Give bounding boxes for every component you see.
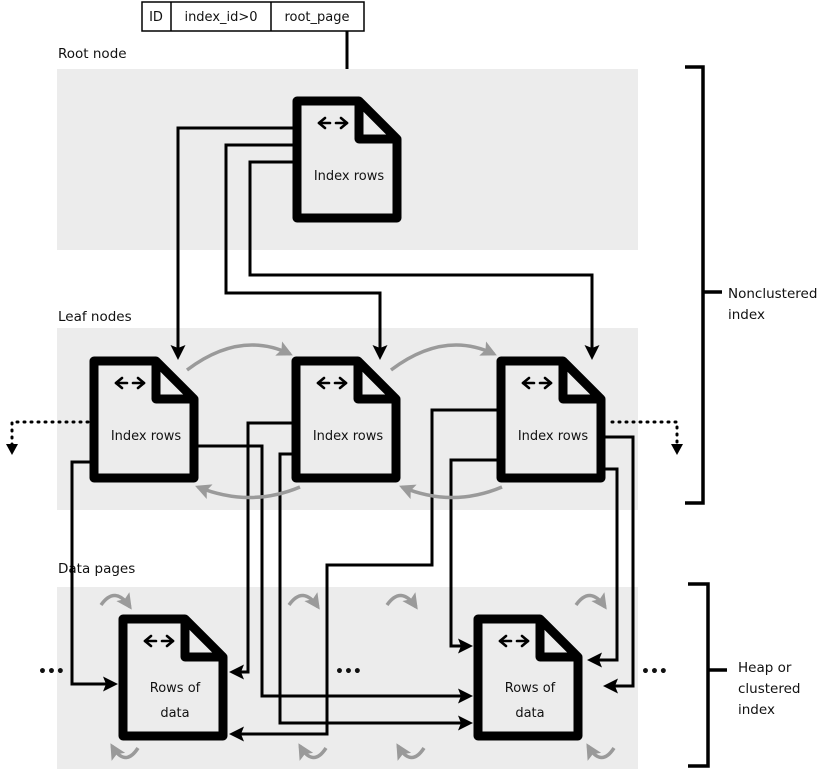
page-content-label: Index rows (111, 429, 182, 444)
leaf-sibling-links (185, 341, 503, 500)
document-icon (473, 614, 583, 741)
column-id: ID (149, 10, 163, 25)
column-index-id: index_id>0 (184, 10, 257, 25)
leaf-index-page-1: Index rows (89, 356, 199, 483)
nonclustered-label-line2: index (728, 307, 765, 323)
left-right-arrows-icon (316, 376, 348, 390)
data-page-2: Rows of data (473, 614, 583, 741)
page-content-label: Rows of (505, 681, 556, 696)
leaf-index-page-2: Index rows (291, 356, 401, 483)
document-icon (89, 356, 199, 483)
heap-label-line2: clustered (738, 681, 801, 697)
document-icon (496, 356, 606, 483)
left-right-arrows-icon (498, 634, 530, 648)
page-content-label: Index rows (313, 429, 384, 444)
document-icon (291, 356, 401, 483)
page-fold-corner (558, 361, 601, 404)
continuation-left-arrowhead (6, 444, 18, 455)
left-right-arrows-icon (114, 376, 146, 390)
data-ellipsis-middle: ••• (335, 664, 362, 680)
leaf-nodes-label: Leaf nodes (58, 309, 132, 325)
leaf-continuation-right (610, 420, 679, 448)
page-content-label: Index rows (314, 169, 385, 184)
leaf-index-page-3: Index rows (496, 356, 606, 483)
data-ellipsis-right: ••• (641, 664, 668, 680)
data-pages-label: Data pages (58, 561, 135, 577)
root-to-leaf-pointers (170, 126, 600, 360)
page-content-label: Index rows (518, 429, 589, 444)
left-right-arrows-icon (521, 376, 553, 390)
nonclustered-bracket (685, 65, 722, 505)
continuation-right-arrowhead (671, 444, 683, 455)
left-right-arrows-icon (317, 116, 349, 130)
leaf-continuation-left (10, 420, 90, 448)
page-fold-corner (354, 101, 397, 144)
heap-label-line3: index (738, 702, 775, 718)
document-icon (292, 96, 402, 223)
page-fold-corner (151, 361, 194, 404)
page-fold-corner (535, 619, 578, 662)
page-content-label: data (515, 706, 544, 721)
page-fold-corner (353, 361, 396, 404)
left-right-arrows-icon (143, 634, 175, 648)
page-content-label: Rows of (150, 681, 201, 696)
document-icon (118, 614, 228, 741)
data-ellipsis-left: ••• (38, 664, 65, 680)
data-page-1: Rows of data (118, 614, 228, 741)
heap-bracket (688, 582, 727, 768)
root-index-page: Index rows (292, 96, 402, 223)
page-fold-corner (180, 619, 223, 662)
leaf-to-data-pointers (70, 408, 635, 742)
heap-label-line1: Heap or (738, 660, 792, 676)
page-content-label: data (160, 706, 189, 721)
root-node-label: Root node (58, 46, 127, 62)
system-table-row: ID index_id>0 root_page (141, 1, 365, 32)
column-root-page: root_page (284, 10, 349, 25)
data-page-curl-arrows (99, 592, 616, 761)
nonclustered-label-line1: Nonclustered (728, 286, 817, 302)
